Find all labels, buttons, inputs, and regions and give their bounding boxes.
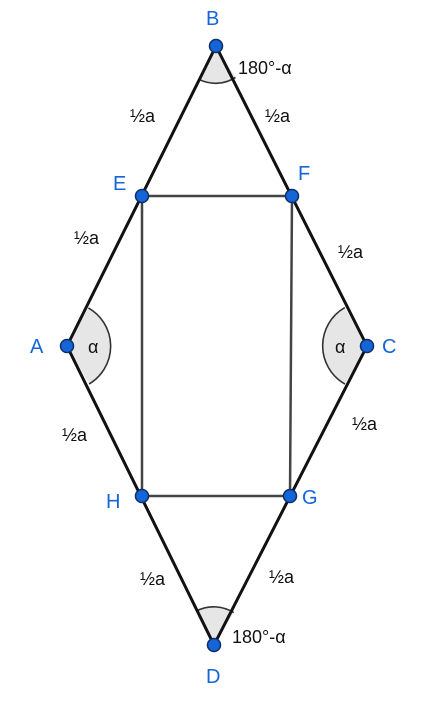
- segment-label-FC: ½a: [338, 242, 364, 262]
- label-A: A: [30, 336, 44, 358]
- segment-label-BE: ½a: [130, 106, 156, 126]
- label-F: F: [298, 163, 310, 185]
- point-G: [282, 488, 298, 504]
- segment-label-CG: ½a: [352, 414, 378, 434]
- label-B: B: [206, 8, 219, 30]
- point-D: [206, 637, 222, 653]
- angle-arc-A-outline: [88, 307, 112, 385]
- point-C: [359, 338, 375, 354]
- segment-label-AH: ½a: [62, 425, 88, 445]
- angle-label-A: α: [88, 337, 98, 357]
- angle-label-C: α: [335, 337, 345, 357]
- point-B: [208, 38, 224, 54]
- point-A: [59, 338, 75, 354]
- point-F: [284, 188, 300, 204]
- segment-label-HD: ½a: [140, 569, 166, 589]
- angle-arc-C-outline: [321, 306, 346, 385]
- point-H: [134, 488, 150, 504]
- point-E: [134, 188, 150, 204]
- label-E: E: [113, 173, 126, 195]
- label-G: G: [302, 487, 318, 509]
- segment-label-BF: ½a: [265, 106, 291, 126]
- rectangle-EFGH: [140, 194, 294, 498]
- label-C: C: [382, 336, 396, 358]
- angle-arc-D: [196, 606, 234, 645]
- angle-arc-B: [199, 46, 236, 84]
- segment-label-EA: ½a: [74, 228, 100, 248]
- angle-label-B: 180°-α: [238, 58, 292, 78]
- segment-label-GD: ½a: [269, 567, 295, 587]
- label-D: D: [206, 666, 220, 688]
- angle-label-D: 180°-α: [232, 627, 286, 647]
- label-H: H: [106, 491, 120, 513]
